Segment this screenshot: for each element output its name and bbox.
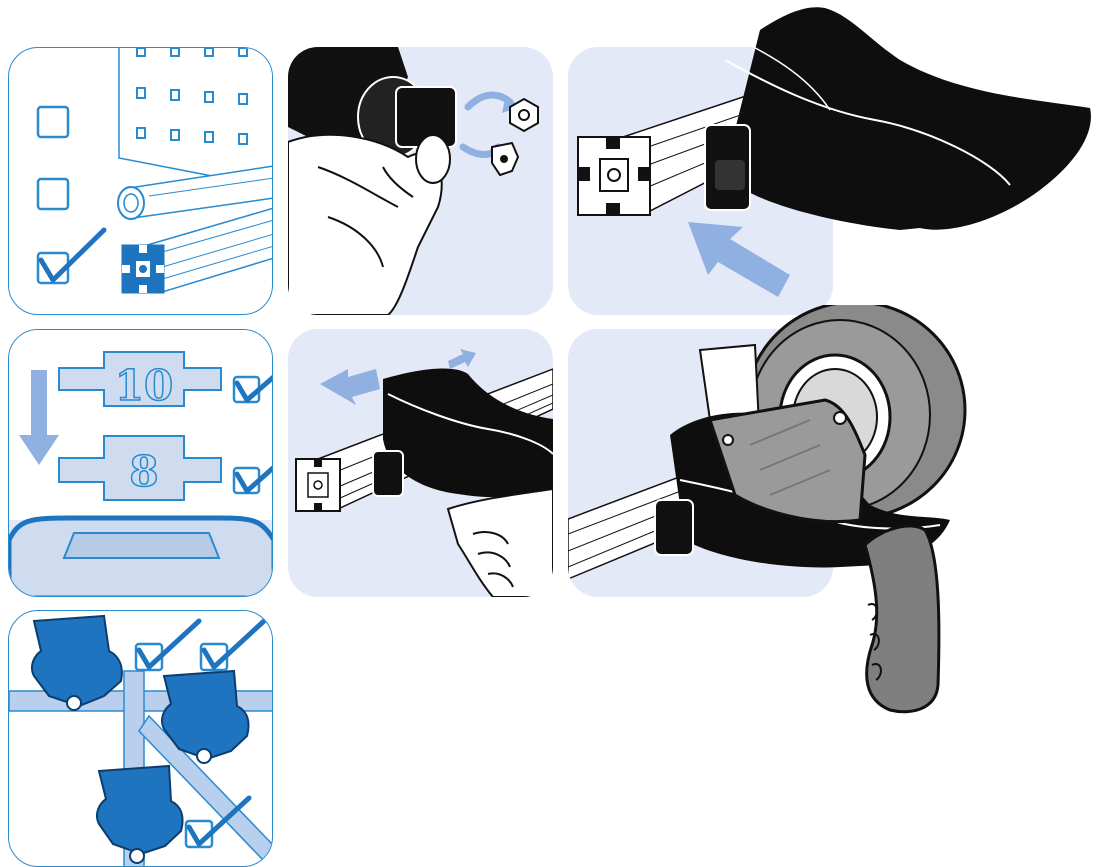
checkbox-checked-icon (38, 230, 104, 283)
panel-slot-size: 10 8 (8, 329, 273, 597)
panel-insert-nut (288, 47, 553, 315)
tape-holder-icon (97, 766, 183, 863)
handle-grip (865, 526, 939, 712)
hand-icon (288, 135, 450, 315)
panel-position-holder (288, 329, 553, 597)
aluminium-profile-icon (122, 208, 273, 293)
t-nut-icon (492, 143, 518, 175)
right-arrow (448, 349, 476, 369)
checkbox-empty-icon (38, 179, 68, 209)
left-arrow (320, 369, 380, 405)
hand-icon (448, 489, 553, 597)
tape-dispenser-icon (640, 305, 980, 720)
checkbox-checked-icon (136, 621, 199, 670)
checkbox-checked-icon (201, 621, 264, 670)
tape-holder-icon (700, 0, 1096, 235)
panel-mounting-orientations (8, 610, 273, 867)
checkbox-empty-icon (38, 107, 68, 137)
slot-large-label: 10 (115, 361, 173, 410)
slot-recess-icon (64, 533, 219, 558)
panel-profile-compatibility (8, 47, 273, 315)
slot-small-label: 8 (129, 447, 158, 496)
pegboard-icon (119, 48, 273, 188)
round-tube-icon (118, 166, 273, 219)
